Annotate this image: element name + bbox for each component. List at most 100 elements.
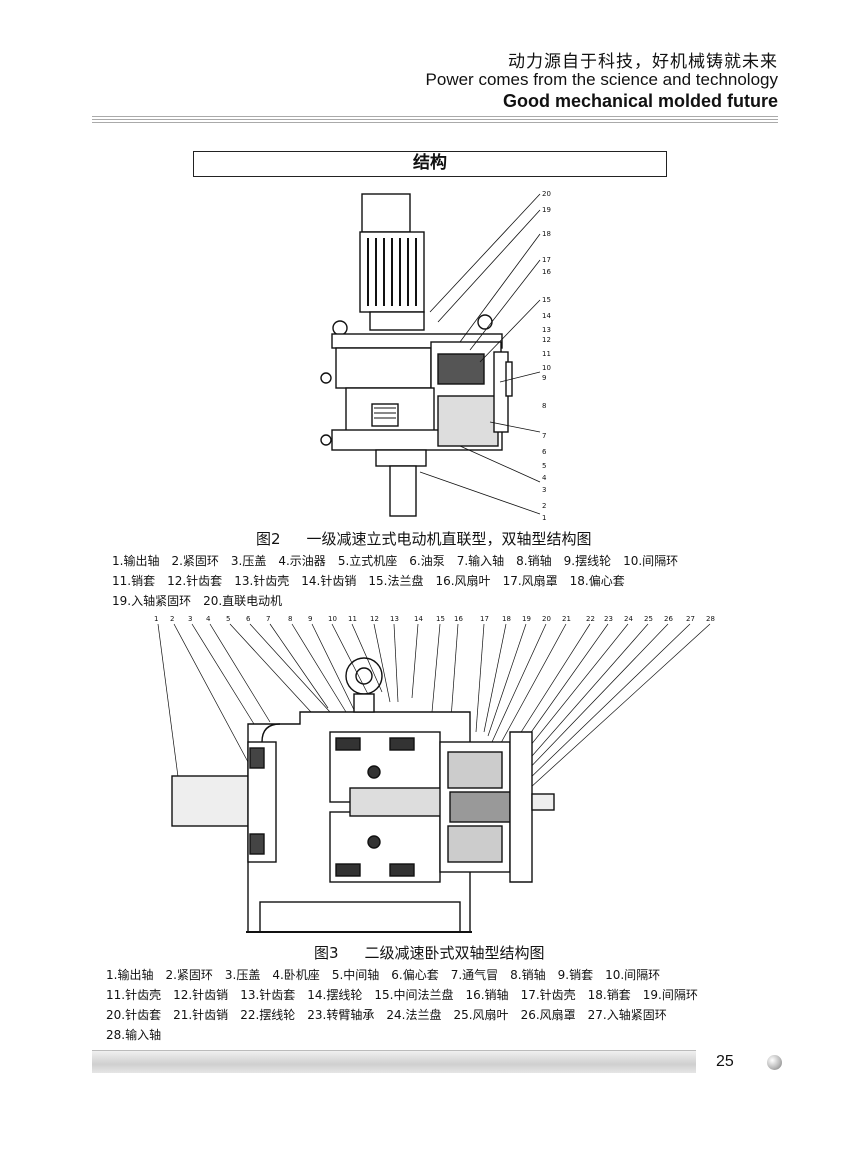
legend-item: 27.入轴紧固环 [587,1008,667,1022]
legend-item: 15.中间法兰盘 [374,988,454,1002]
fig2-callout-14: 14 [542,312,551,320]
fig2-callout-11: 11 [542,350,551,358]
fig3-callout-25: 25 [644,615,653,623]
legend-item: 5.立式机座 [337,554,398,568]
legend-item: 14.针齿销 [301,574,357,588]
legend-item: 26.风扇罩 [520,1008,576,1022]
fig2-callout-19: 19 [542,206,551,214]
legend-item: 24.法兰盘 [386,1008,442,1022]
fig3-callout-16: 16 [454,615,463,623]
fig2-callout-12: 12 [542,336,551,344]
fig3-callout-21: 21 [562,615,571,623]
legend-item: 12.针齿销 [173,988,229,1002]
legend-item: 6.油泵 [409,554,445,568]
fig2-callout-10: 10 [542,364,551,372]
legend-item: 21.针齿销 [173,1008,229,1022]
fig3-callout-17: 17 [480,615,489,623]
figure3-number: 图3 [314,944,339,962]
legend-item: 19.间隔环 [642,988,698,1002]
fig2-callout-6: 6 [542,448,547,456]
legend-item: 13.针齿壳 [234,574,290,588]
fig3-callout-9: 9 [308,615,312,623]
legend-item: 20.针齿套 [106,1008,162,1022]
legend-item: 1.输出轴 [112,554,160,568]
legend-item: 17.针齿壳 [520,988,576,1002]
fig3-callout-13: 13 [390,615,399,623]
fig2-callout-17: 17 [542,256,551,264]
fig2-callout-5: 5 [542,462,546,470]
figure3-drawing: 1 2 3 4 5 6 7 8 9 10 11 12 13 14 15 16 1… [154,615,715,933]
fig3-callout-10: 10 [328,615,337,623]
fig3-callout-3: 3 [188,615,192,623]
header-slogan-cn: 动力源自于科技，好机械铸就未来 [508,52,778,72]
fig3-callout-7: 7 [266,615,270,623]
fig3-callout-6: 6 [246,615,251,623]
legend-item: 22.摆线轮 [240,1008,296,1022]
figure2-number: 图2 [256,530,281,548]
fig3-callout-28: 28 [706,615,715,623]
legend-item: 18.偏心套 [569,574,625,588]
legend-item: 16.风扇叶 [435,574,491,588]
legend-item: 10.间隔环 [623,554,679,568]
fig3-callout-11: 11 [348,615,357,623]
fig2-callout-9: 9 [542,374,546,382]
legend-item: 14.摆线轮 [307,988,363,1002]
fig3-callout-1: 1 [154,615,158,623]
section-title: 结构 [193,151,667,177]
legend-item: 8.销轴 [516,554,552,568]
fig2-callout-18: 18 [542,230,551,238]
legend-item: 13.针齿套 [240,988,296,1002]
legend-item: 20.直联电动机 [203,594,283,608]
legend-item: 5.中间轴 [331,968,380,982]
legend-item: 7.通气冒 [450,968,499,982]
figure3-caption: 图3 二级减速卧式双轴型结构图 [314,942,545,963]
fig2-callout-4: 4 [542,474,547,482]
fig3-callout-22: 22 [586,615,595,623]
legend-item: 17.风扇罩 [502,574,558,588]
fig2-callout-15: 15 [542,296,551,304]
legend-item: 15.法兰盘 [368,574,424,588]
fig3-callout-5: 5 [226,615,230,623]
legend-item: 9.销套 [557,968,594,982]
fig3-callout-24: 24 [624,615,633,623]
fig3-callout-20: 20 [542,615,551,623]
figure2-drawing: 20 19 18 17 16 15 14 13 12 11 10 9 8 7 6… [320,190,551,522]
legend-item: 18.销套 [587,988,631,1002]
fig3-callout-19: 19 [522,615,531,623]
fig2-callout-20: 20 [542,190,551,198]
figure3-title: 二级减速卧式双轴型结构图 [364,944,545,962]
legend-item: 1.输出轴 [106,968,154,982]
fig3-callout-15: 15 [436,615,445,623]
fig2-callout-3: 3 [542,486,546,494]
legend-item: 6.偏心套 [391,968,439,982]
figure2-title: 一级减速立式电动机直联型，双轴型结构图 [306,530,592,548]
legend-item: 12.针齿套 [167,574,223,588]
header-rule [92,116,778,124]
fig2-callout-13: 13 [542,326,551,334]
page-dot-icon [767,1055,782,1070]
header-slogan-en: Power comes from the science and technol… [425,70,778,89]
fig3-callout-23: 23 [604,615,613,623]
fig3-callout-18: 18 [502,615,511,623]
legend-item: 16.销轴 [465,988,509,1002]
fig3-callout-27: 27 [686,615,695,623]
fig3-callout-26: 26 [664,615,673,623]
fig3-callout-14: 14 [414,615,423,623]
legend-item: 2.紧固环 [165,968,213,982]
legend-item: 28.输入轴 [106,1028,162,1042]
fig2-callout-2: 2 [542,502,546,510]
legend-item: 4.卧机座 [272,968,320,982]
fig2-callout-1: 1 [542,514,546,522]
legend-item: 25.风扇叶 [453,1008,509,1022]
legend-item: 2.紧固环 [171,554,219,568]
fig3-callout-12: 12 [370,615,379,623]
legend-item: 3.压盖 [230,554,267,568]
fig2-callout-8: 8 [542,402,546,410]
legend-item: 9.摆线轮 [563,554,612,568]
